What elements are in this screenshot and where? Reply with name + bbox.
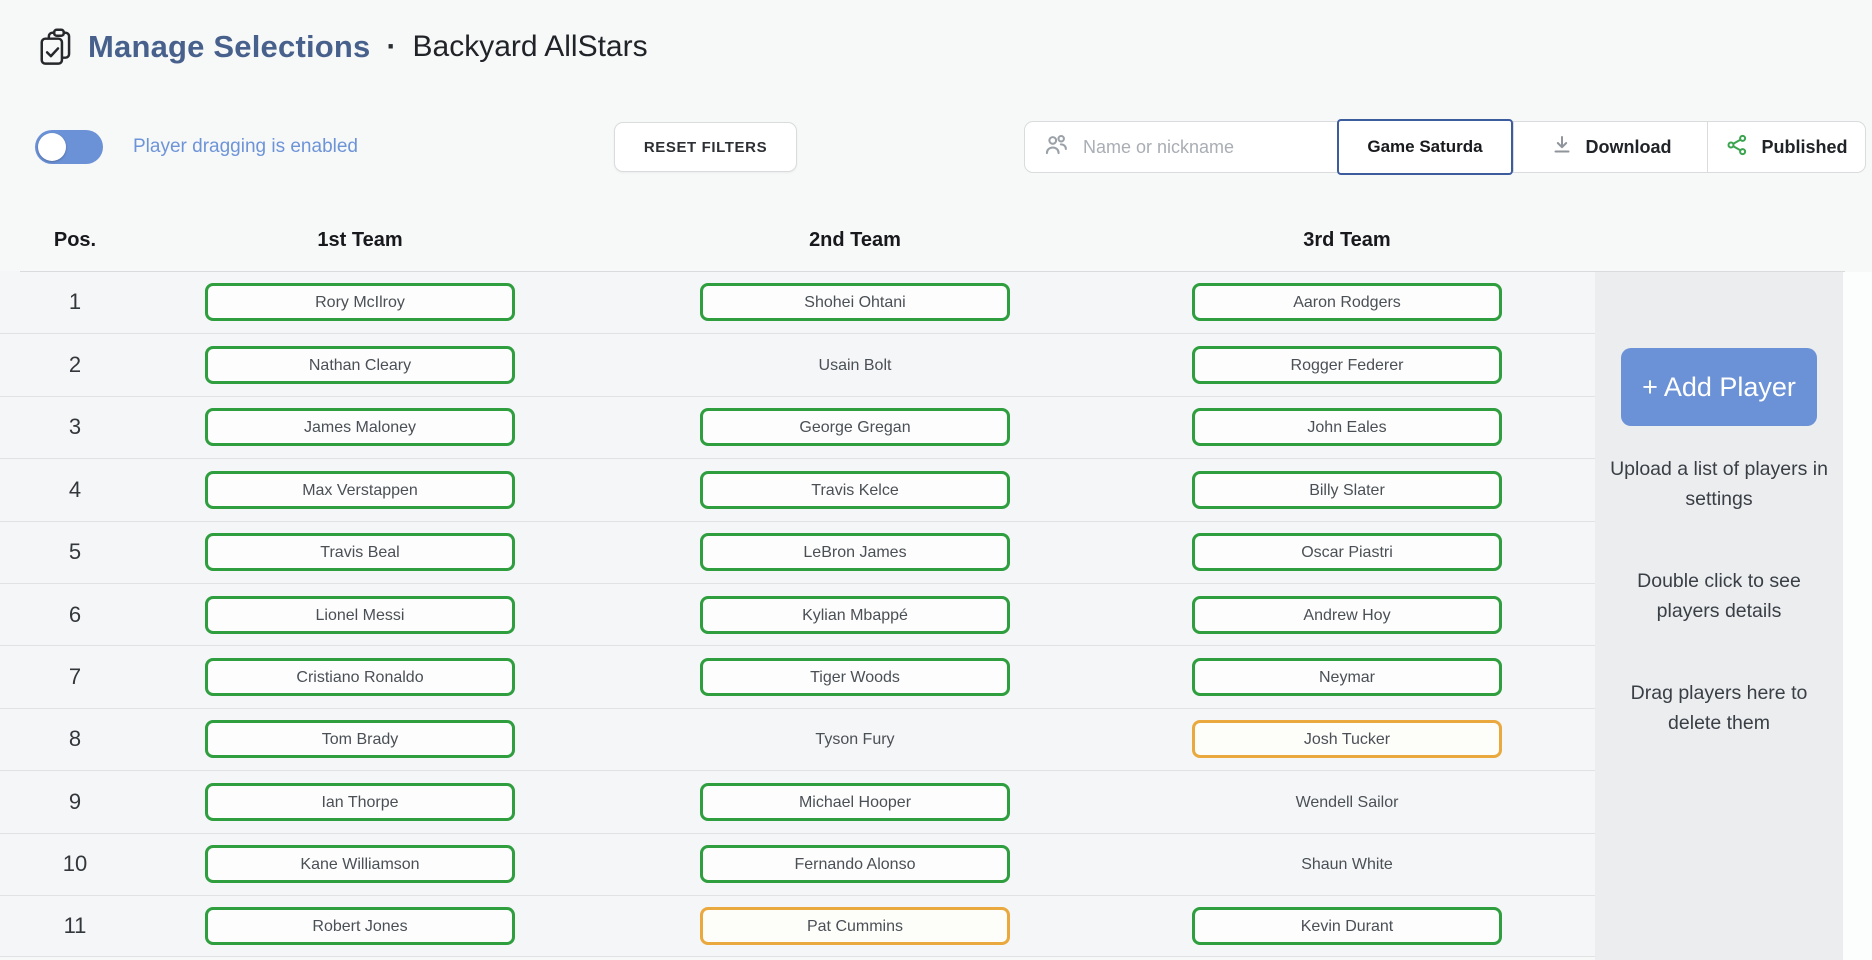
player-card[interactable]: Ian Thorpe [205,782,515,821]
player-card[interactable]: Billy Slater [1192,470,1502,509]
player-card[interactable]: LeBron James [700,533,1010,572]
filter-toolbar: Game Saturda Download Published [1024,119,1866,175]
hint-upload-players: Upload a list of players in settings [1610,458,1828,510]
toggle-knob [38,133,66,161]
player-card[interactable]: Josh Tucker [1192,720,1502,759]
table-row: 1 Rory McIlroy Shohei Ohtani Aaron Rodgers [0,271,1595,334]
table-row: 11 Robert Jones Pat Cummins Kevin Durant [0,894,1595,958]
position-number: 6 [68,601,82,627]
player-card[interactable]: Robert Jones [205,907,515,946]
page-header: Manage Selections · Backyard AllStars [38,28,648,66]
player-card[interactable]: Neymar [1192,658,1502,697]
column-header-3rd-team: 3rd Team [1303,229,1391,251]
add-player-button[interactable]: + Add Player [1621,348,1817,426]
toolbar-divider [1513,122,1514,172]
player-card[interactable]: Aaron Rodgers [1192,283,1502,322]
hint-drag-to-delete: Drag players here to delete them [1630,682,1808,734]
player-card[interactable]: Nathan Cleary [205,346,515,385]
table-row: 2 Nathan Cleary Usain Bolt Rogger Federer [0,333,1595,396]
table-row: 8 Tom Brady Tyson Fury Josh Tucker [0,707,1595,771]
title-separator: · [386,30,397,63]
player-card[interactable]: Max Verstappen [205,470,515,509]
player-card[interactable]: Pat Cummins [700,907,1010,946]
table-row: 7 Cristiano Ronaldo Tiger Woods Neymar [0,645,1595,708]
toggle-label: Player dragging is enabled [133,136,358,157]
player-card[interactable]: Travis Kelce [700,470,1010,509]
position-number: 1 [68,289,82,315]
right-gutter [1843,272,1872,960]
player-card[interactable]: Tyson Fury [815,731,895,749]
header-separator [20,271,1845,272]
player-card[interactable]: Rogger Federer [1192,346,1502,385]
player-card[interactable]: James Maloney [205,408,515,447]
player-card[interactable]: Tiger Woods [700,658,1010,697]
table-row: 3 James Maloney George Gregan John Eales [0,395,1595,459]
table-row: 10 Kane Williamson Fernando Alonso Shaun Wh… [0,832,1595,895]
player-card[interactable]: John Eales [1192,408,1502,447]
published-label: Published [1761,136,1848,157]
player-tools-sidebar: + Add Player Upload a list of players in… [1595,272,1843,960]
player-card[interactable]: Rory McIlroy [205,283,515,322]
player-card[interactable]: Wendell Sailor [1295,793,1399,811]
player-card[interactable]: Usain Bolt [818,357,892,375]
position-number: 11 [63,913,87,939]
clipboard-check-icon [38,28,74,66]
player-card[interactable]: Kevin Durant [1192,907,1502,946]
player-card[interactable]: Kylian Mbappé [700,595,1010,634]
page-title: Manage Selections [88,29,371,64]
position-number: 7 [68,664,82,690]
table-row: 4 Max Verstappen Travis Kelce Billy Slater [0,458,1595,521]
table-header-row: Pos. 1st Team 2nd Team 3rd Team [0,229,1595,271]
toolbar-divider [1707,122,1708,172]
game-filter-button[interactable]: Game Saturda [1337,119,1513,175]
player-search-box [1025,132,1337,163]
player-card[interactable]: Travis Beal [205,533,515,572]
reset-filters-button[interactable]: RESET FILTERS [614,122,797,172]
table-row: 6 Lionel Messi Kylian Mbappé Andrew Hoy [0,582,1595,646]
user-group-icon [1043,132,1069,163]
column-header-pos: Pos. [53,229,97,251]
player-card[interactable]: Michael Hooper [700,782,1010,821]
player-card[interactable]: Shaun White [1301,856,1393,874]
player-card[interactable]: Kane Williamson [205,845,515,884]
download-icon [1550,133,1574,162]
table-row: 9 Ian Thorpe Michael Hooper Wendell Sailor [0,770,1595,833]
search-input[interactable] [1083,136,1323,158]
page-subtitle: Backyard AllStars [412,30,648,63]
player-card[interactable]: Tom Brady [205,720,515,759]
position-number: 5 [68,539,82,565]
selections-table: Pos. 1st Team 2nd Team 3rd Team 1 Rory Mc… [0,229,1595,958]
player-card[interactable]: Oscar Piastri [1192,533,1502,572]
position-number: 9 [68,788,82,814]
position-number: 8 [68,726,82,752]
player-card[interactable]: Andrew Hoy [1192,595,1502,634]
drag-toggle-group: Player dragging is enabled [35,130,358,164]
position-number: 3 [68,414,82,440]
position-number: 10 [62,851,88,877]
player-card[interactable]: Cristiano Ronaldo [205,658,515,697]
player-card[interactable]: Lionel Messi [205,595,515,634]
published-button[interactable]: Published [1708,122,1865,172]
player-card[interactable]: George Gregan [700,408,1010,447]
position-number: 4 [68,476,82,502]
column-header-2nd-team: 2nd Team [809,229,901,251]
player-dragging-toggle[interactable] [35,130,103,164]
download-label: Download [1585,136,1672,157]
share-icon [1725,133,1749,162]
download-button[interactable]: Download [1514,122,1707,172]
position-number: 2 [68,352,82,378]
column-header-1st-team: 1st Team [317,229,403,251]
player-card[interactable]: Fernando Alonso [700,845,1010,884]
table-row: 5 Travis Beal LeBron James Oscar Piastri [0,520,1595,583]
player-card[interactable]: Shohei Ohtani [700,283,1010,322]
hint-double-click: Double click to see players details [1637,570,1801,622]
